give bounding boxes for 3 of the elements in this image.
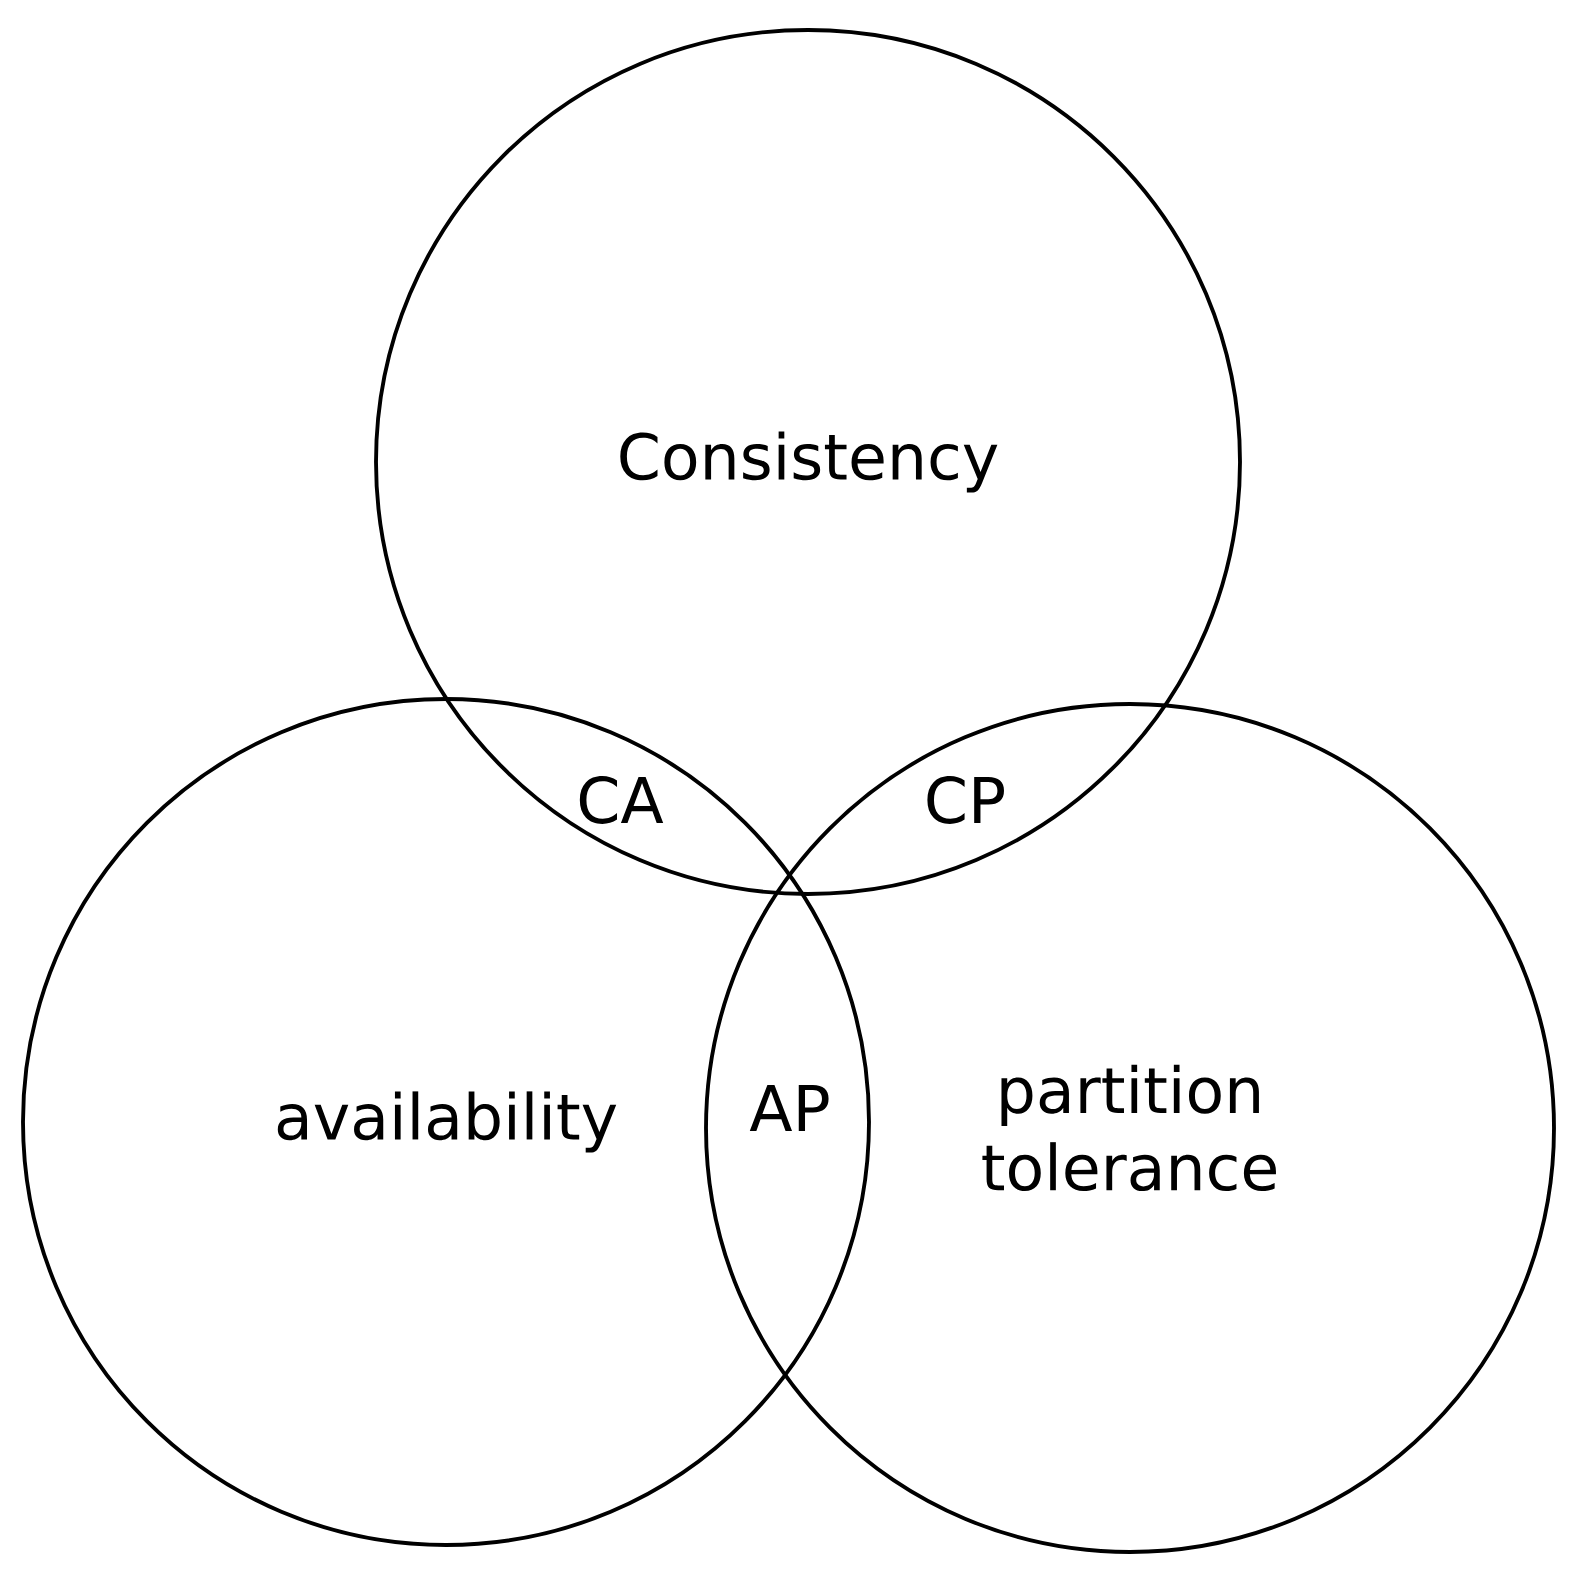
region-label: AP xyxy=(749,1084,829,1132)
region-label: CA xyxy=(579,776,664,824)
region-label: CP xyxy=(927,776,1004,824)
